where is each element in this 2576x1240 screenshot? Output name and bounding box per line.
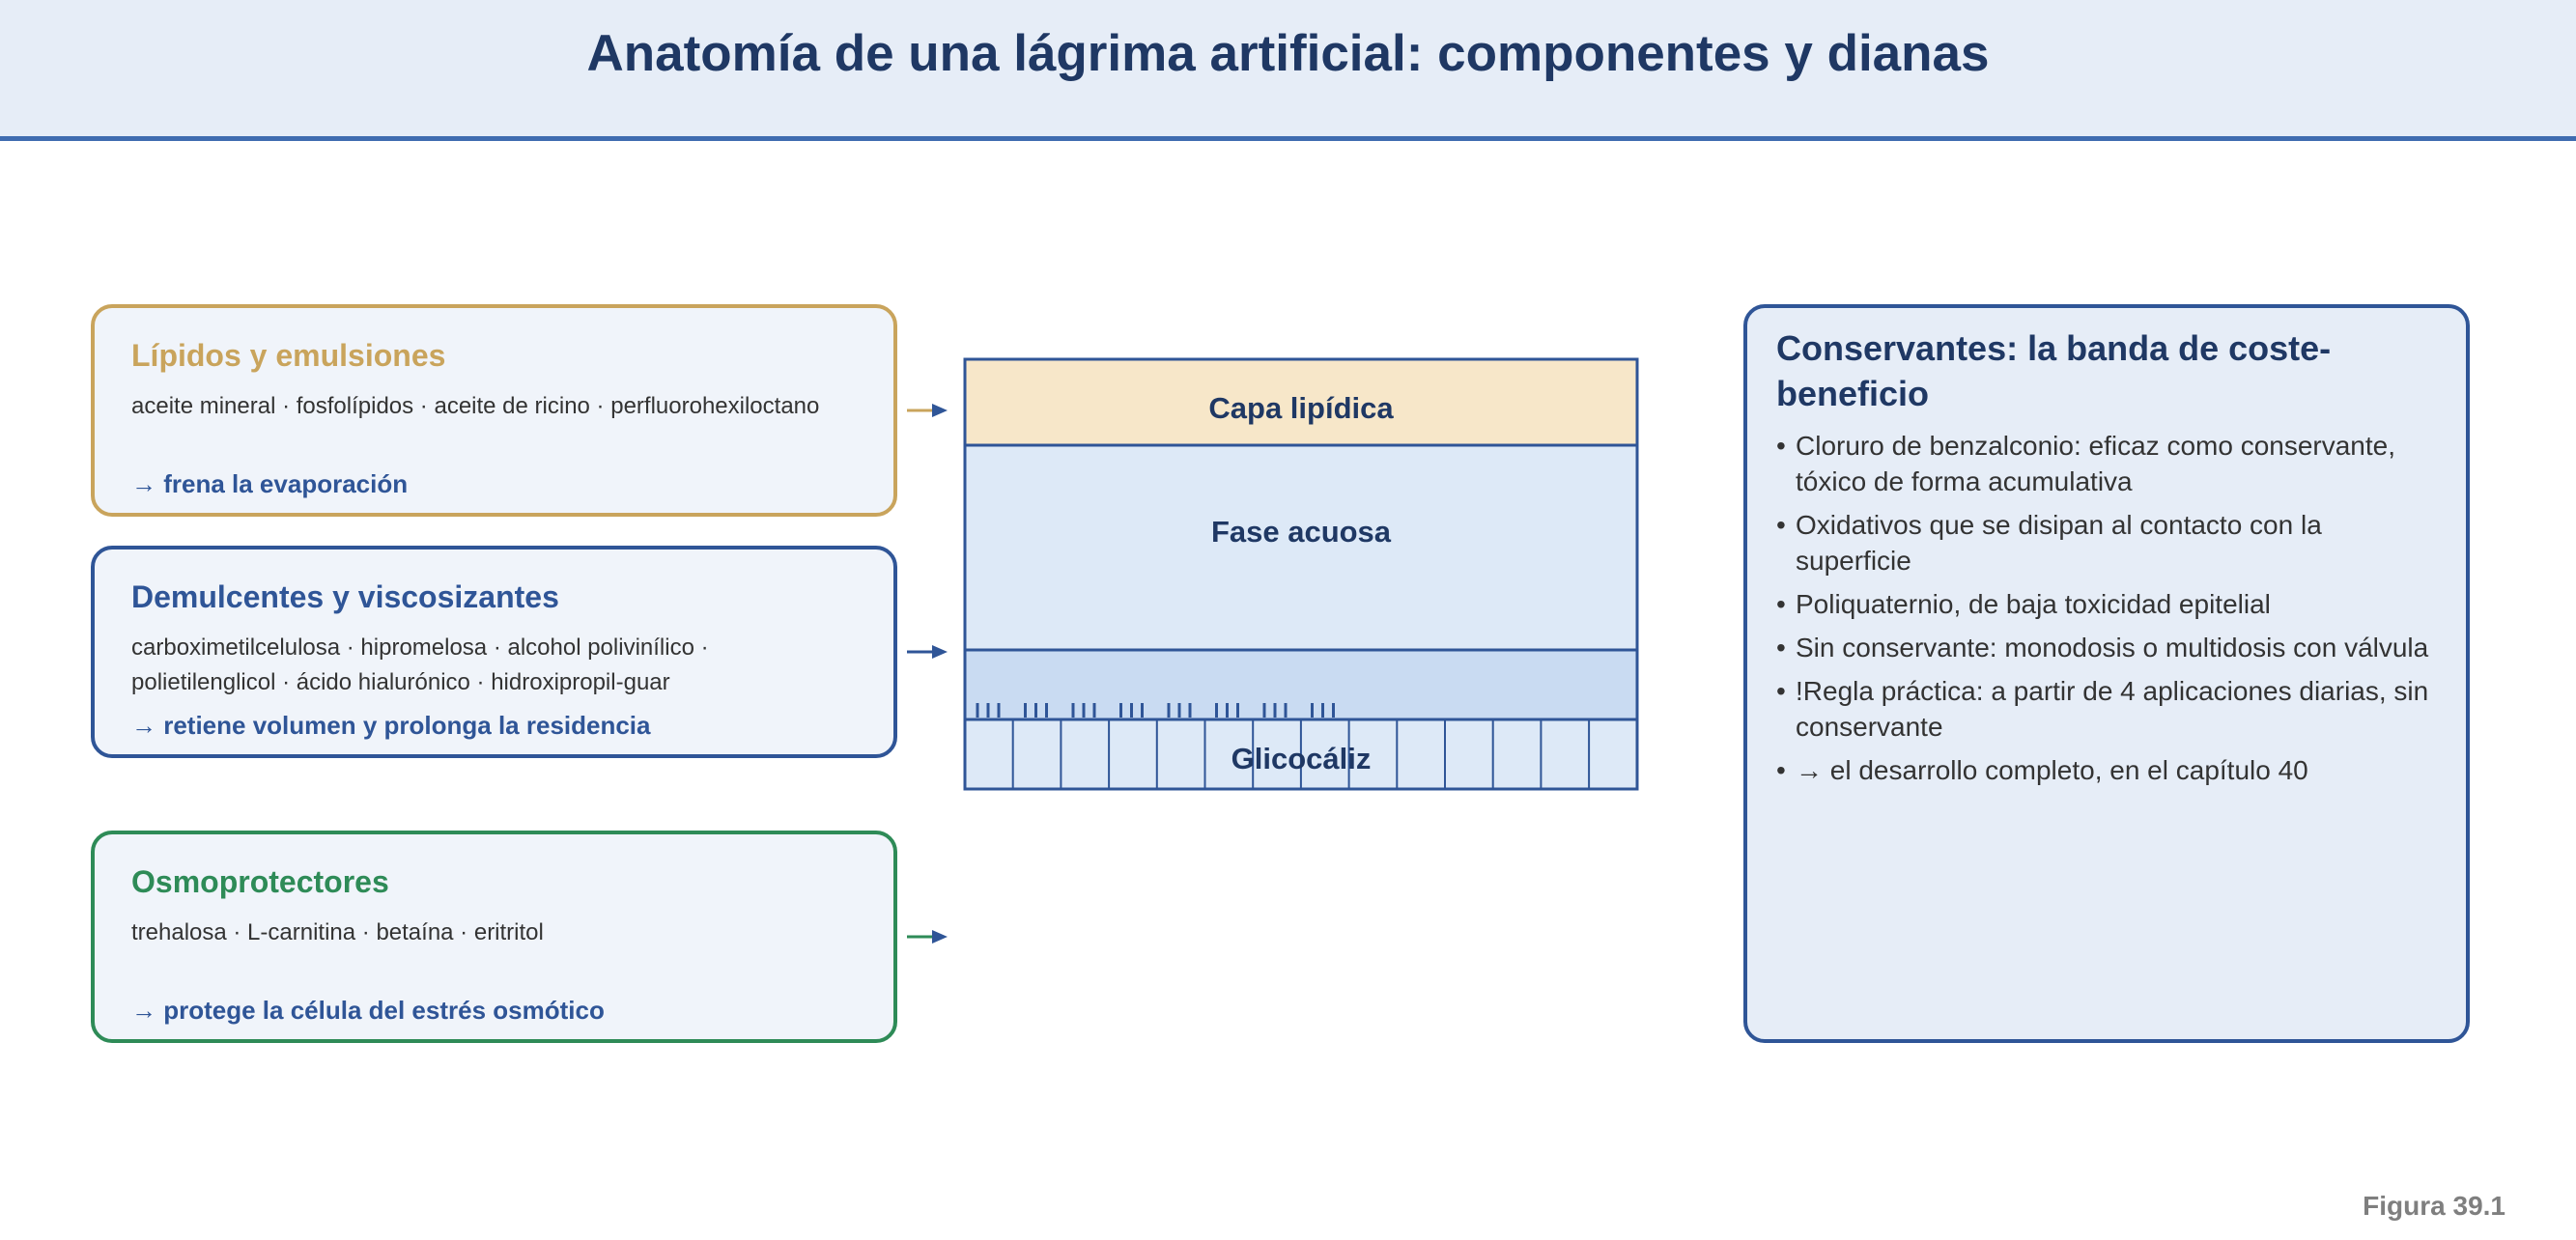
list-item: •→ el desarrollo completo, en el capítul… (1776, 755, 2308, 785)
list-item: •Cloruro de benzalconio: eficaz como con… (1776, 431, 2396, 496)
header-banner: Anatomía de una lágrima artificial: comp… (0, 0, 2576, 141)
card-lipids-title: Lípidos y emulsiones (131, 338, 446, 373)
glycocalyx-cells (1011, 719, 1591, 789)
mucin-ticks (976, 703, 1335, 718)
aqueous-layer (963, 443, 1639, 652)
list-item: •Sin conservante: monodosis o multidosis… (1776, 633, 2429, 662)
card-demulcents-title: Demulcentes y viscosizantes (131, 579, 559, 614)
page-title: Anatomía de una lágrima artificial: comp… (586, 25, 1990, 82)
card-osmoprotectors-items: trehalosa · L-carnitina · betaína · erit… (131, 919, 544, 945)
card-osmoprotectors-title: Osmoprotectores (131, 864, 389, 899)
list-item: •!Regla práctica: a partir de 4 aplicaci… (1776, 676, 2429, 742)
figure-label: Figura 39.1 (2363, 1191, 2505, 1221)
mucin-layer (963, 648, 1639, 721)
arrow-right-icon (907, 645, 948, 659)
arrow-right-icon (907, 930, 948, 944)
lipid-layer (963, 357, 1639, 447)
aqueous-layer-label: Fase acuosa (1211, 515, 1392, 549)
card-osmoprotectors-note: → protege la célula del estrés osmótico (131, 996, 605, 1025)
lipid-layer-label: Capa lipídica (1208, 391, 1394, 425)
card-demulcents-note: → retiene volumen y prolonga la residenc… (131, 711, 651, 740)
arrow-right-icon (907, 404, 948, 417)
card-demulcents-items: carboximetilcelulosa · hipromelosa · alc… (131, 634, 709, 695)
card-demulcents: Demulcentes y viscosizantes carboximetil… (91, 546, 897, 758)
list-item: •Poliquaternio, de baja toxicidad epitel… (1776, 589, 2271, 619)
card-lipids-note: → frena la evaporación (131, 469, 409, 498)
card-lipids: Lípidos y emulsiones aceite mineral · fo… (91, 304, 897, 517)
card-preservatives-title: Conservantes: la banda de coste-benefici… (1776, 328, 2332, 413)
preservatives-list: •Cloruro de benzalconio: eficaz como con… (1776, 428, 2437, 788)
card-osmoprotectors: Osmoprotectores trehalosa · L-carnitina … (91, 831, 897, 1043)
glycocalyx-label: Glicocáliz (1231, 742, 1372, 775)
card-lipids-items: aceite mineral · fosfolípidos · aceite d… (131, 393, 820, 419)
card-preservatives: Conservantes: la banda de coste-benefici… (1743, 304, 2470, 1043)
list-item: •Oxidativos que se disipan al contacto c… (1776, 510, 2322, 576)
